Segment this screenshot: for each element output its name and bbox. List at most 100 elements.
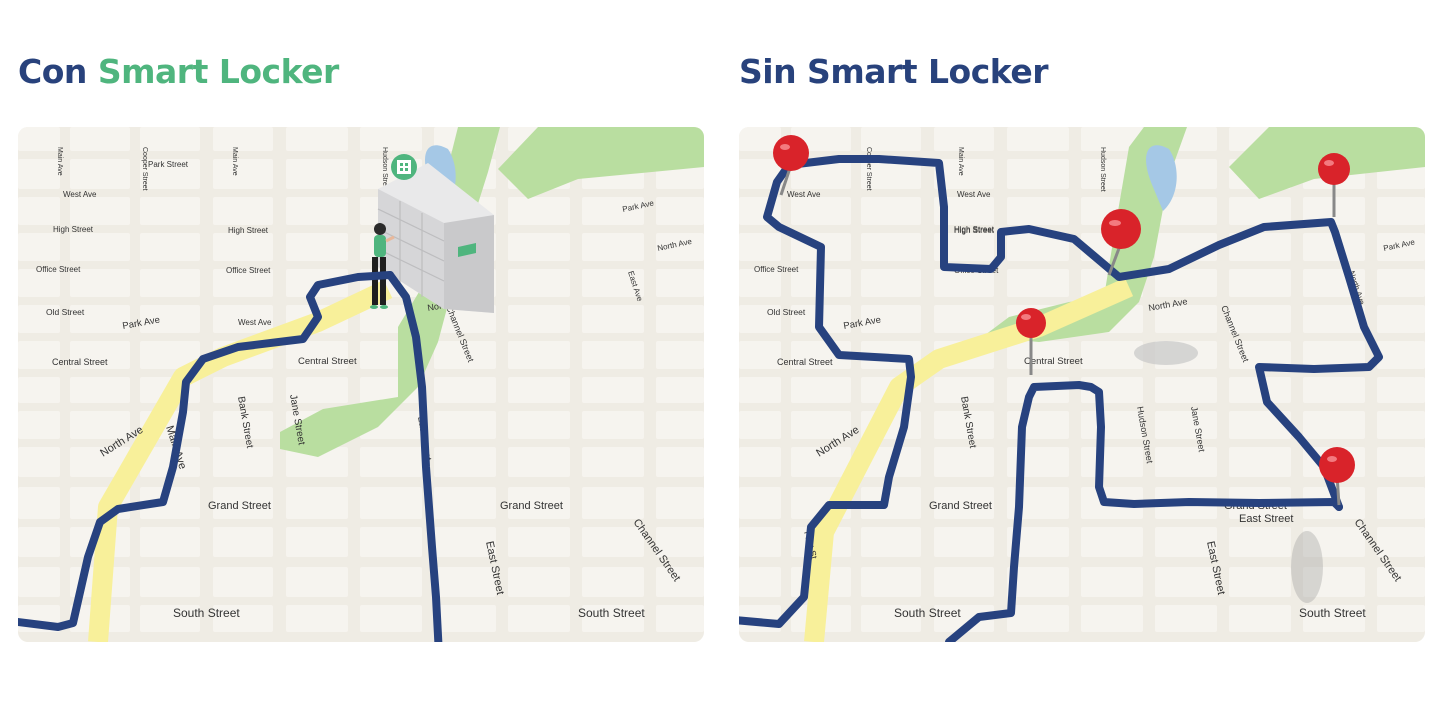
street-label: High Street bbox=[53, 225, 94, 234]
city-block bbox=[582, 447, 644, 477]
city-block bbox=[739, 411, 781, 439]
city-block bbox=[934, 447, 994, 477]
street-label: Main Ave bbox=[56, 147, 63, 176]
city-block bbox=[434, 411, 496, 439]
city-block bbox=[791, 159, 851, 189]
city-block bbox=[360, 127, 422, 151]
city-block bbox=[1081, 527, 1143, 557]
city-block bbox=[582, 487, 644, 519]
city-block bbox=[1155, 233, 1217, 261]
city-block bbox=[213, 567, 273, 597]
city-block bbox=[582, 233, 644, 261]
city-block bbox=[434, 377, 496, 403]
city-block bbox=[1303, 527, 1365, 557]
city-block bbox=[508, 377, 570, 403]
city-block bbox=[18, 567, 60, 597]
city-block bbox=[18, 527, 60, 557]
city-block bbox=[582, 527, 644, 557]
street-label: Central Street bbox=[52, 357, 108, 367]
city-block bbox=[1229, 527, 1291, 557]
city-block bbox=[286, 487, 348, 519]
city-block bbox=[508, 605, 570, 632]
city-block bbox=[140, 269, 200, 297]
city-block bbox=[18, 447, 60, 477]
city-block bbox=[1229, 447, 1291, 477]
city-block bbox=[1229, 233, 1291, 261]
city-block bbox=[213, 197, 273, 225]
city-block bbox=[1081, 567, 1143, 597]
city-block bbox=[1303, 233, 1365, 261]
city-block bbox=[360, 605, 422, 632]
city-block bbox=[582, 197, 644, 225]
city-block bbox=[1303, 567, 1365, 597]
city-block bbox=[1081, 487, 1143, 519]
city-block bbox=[286, 605, 348, 632]
street-label: Old Street bbox=[46, 307, 85, 317]
city-block bbox=[434, 605, 496, 632]
city-block bbox=[18, 127, 60, 151]
city-block bbox=[739, 567, 781, 597]
street-label: Office Street bbox=[754, 265, 799, 274]
city-block bbox=[434, 567, 496, 597]
city-blocks bbox=[18, 127, 704, 632]
city-block bbox=[360, 197, 422, 225]
city-block bbox=[286, 269, 348, 297]
city-block bbox=[656, 447, 704, 477]
city-block bbox=[656, 305, 704, 333]
city-block bbox=[360, 447, 422, 477]
street-label: Park Street bbox=[148, 160, 189, 169]
city-block bbox=[934, 127, 994, 151]
city-block bbox=[582, 567, 644, 597]
city-block bbox=[656, 197, 704, 225]
city-block bbox=[1081, 377, 1143, 403]
city-block bbox=[360, 567, 422, 597]
city-block bbox=[18, 487, 60, 519]
city-block bbox=[656, 269, 704, 297]
city-block bbox=[286, 233, 348, 261]
city-block bbox=[140, 233, 200, 261]
city-block bbox=[1007, 127, 1069, 151]
city-block bbox=[582, 341, 644, 369]
city-block bbox=[213, 127, 273, 151]
panel-title-sin-smart-locker: Sin Smart Locker bbox=[739, 52, 1049, 91]
city-block bbox=[1303, 487, 1365, 519]
city-block bbox=[582, 269, 644, 297]
city-block bbox=[508, 305, 570, 333]
street-label: Central Street bbox=[298, 356, 357, 367]
street-label: South Street bbox=[894, 606, 961, 620]
street-label: Office Street bbox=[954, 266, 999, 275]
city-block bbox=[1303, 377, 1365, 403]
city-block bbox=[739, 341, 781, 369]
city-block bbox=[1377, 197, 1425, 225]
city-block bbox=[1081, 605, 1143, 632]
city-block bbox=[861, 197, 921, 225]
city-block bbox=[140, 487, 200, 519]
city-blocks bbox=[739, 127, 1425, 632]
city-block bbox=[582, 411, 644, 439]
street-label: Grand Street bbox=[208, 500, 271, 512]
city-block bbox=[360, 159, 422, 189]
city-block bbox=[1377, 233, 1425, 261]
city-block bbox=[1377, 447, 1425, 477]
city-block bbox=[1007, 197, 1069, 225]
city-block bbox=[1081, 341, 1143, 369]
city-block bbox=[791, 127, 851, 151]
city-block bbox=[70, 377, 130, 403]
city-block bbox=[582, 377, 644, 403]
city-block bbox=[1303, 411, 1365, 439]
city-block bbox=[739, 233, 781, 261]
city-block bbox=[1155, 447, 1217, 477]
city-block bbox=[739, 159, 781, 189]
city-block bbox=[861, 567, 921, 597]
title-prefix: Con bbox=[18, 52, 87, 91]
city-block bbox=[739, 127, 781, 151]
city-block bbox=[739, 197, 781, 225]
city-block bbox=[656, 377, 704, 403]
street-label: West Ave bbox=[787, 190, 821, 199]
city-block bbox=[934, 233, 994, 261]
city-block bbox=[934, 527, 994, 557]
city-block bbox=[1377, 567, 1425, 597]
city-block bbox=[508, 341, 570, 369]
